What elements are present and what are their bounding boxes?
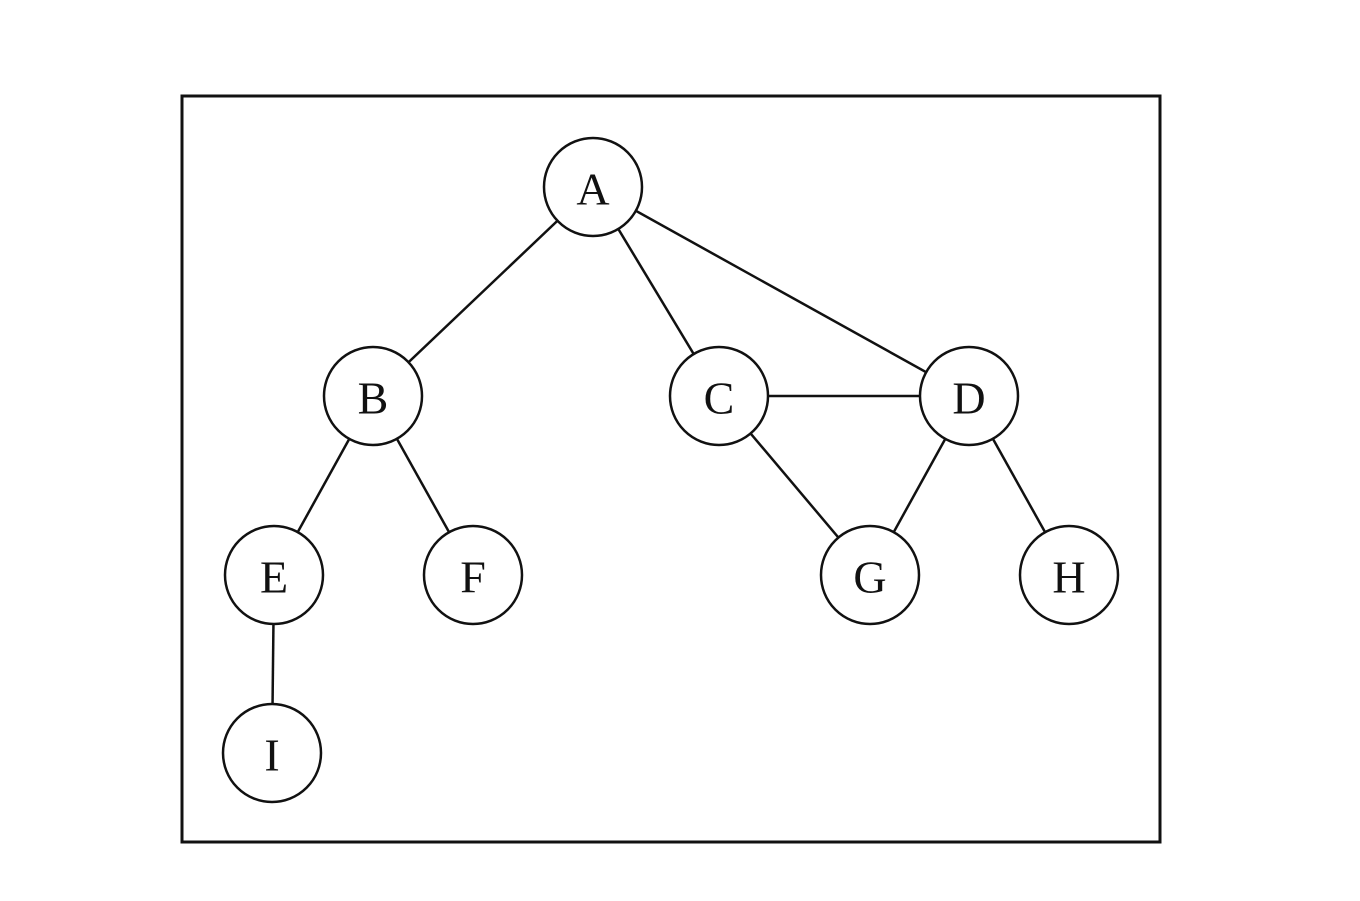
node-circle bbox=[221, 702, 323, 804]
node-a: A bbox=[542, 136, 644, 238]
node-label: B bbox=[358, 373, 389, 424]
node-label: C bbox=[704, 373, 735, 424]
node-f: F bbox=[422, 524, 524, 626]
node-c: C bbox=[668, 345, 770, 447]
node-label: G bbox=[853, 552, 886, 603]
edge-a-b bbox=[372, 186, 594, 397]
diagram-frame bbox=[180, 94, 1162, 844]
node-label: F bbox=[460, 552, 486, 603]
node-label: I bbox=[264, 730, 279, 781]
node-circle bbox=[322, 345, 424, 447]
node-circle bbox=[542, 136, 644, 238]
node-label: E bbox=[260, 552, 288, 603]
edge-a-d bbox=[592, 185, 970, 398]
node-circle bbox=[1018, 524, 1120, 626]
node-circle bbox=[918, 345, 1020, 447]
nodes-layer: A B C D E F G H I bbox=[221, 136, 1120, 804]
node-circle bbox=[819, 524, 921, 626]
node-label: H bbox=[1052, 552, 1085, 603]
node-circle bbox=[668, 345, 770, 447]
node-e: E bbox=[223, 524, 325, 626]
node-i: I bbox=[221, 702, 323, 804]
node-circle bbox=[422, 524, 524, 626]
node-label: A bbox=[576, 164, 609, 215]
node-h: H bbox=[1018, 524, 1120, 626]
node-d: D bbox=[918, 345, 1020, 447]
node-circle bbox=[223, 524, 325, 626]
node-g: G bbox=[819, 524, 921, 626]
node-b: B bbox=[322, 345, 424, 447]
node-label: D bbox=[952, 373, 985, 424]
